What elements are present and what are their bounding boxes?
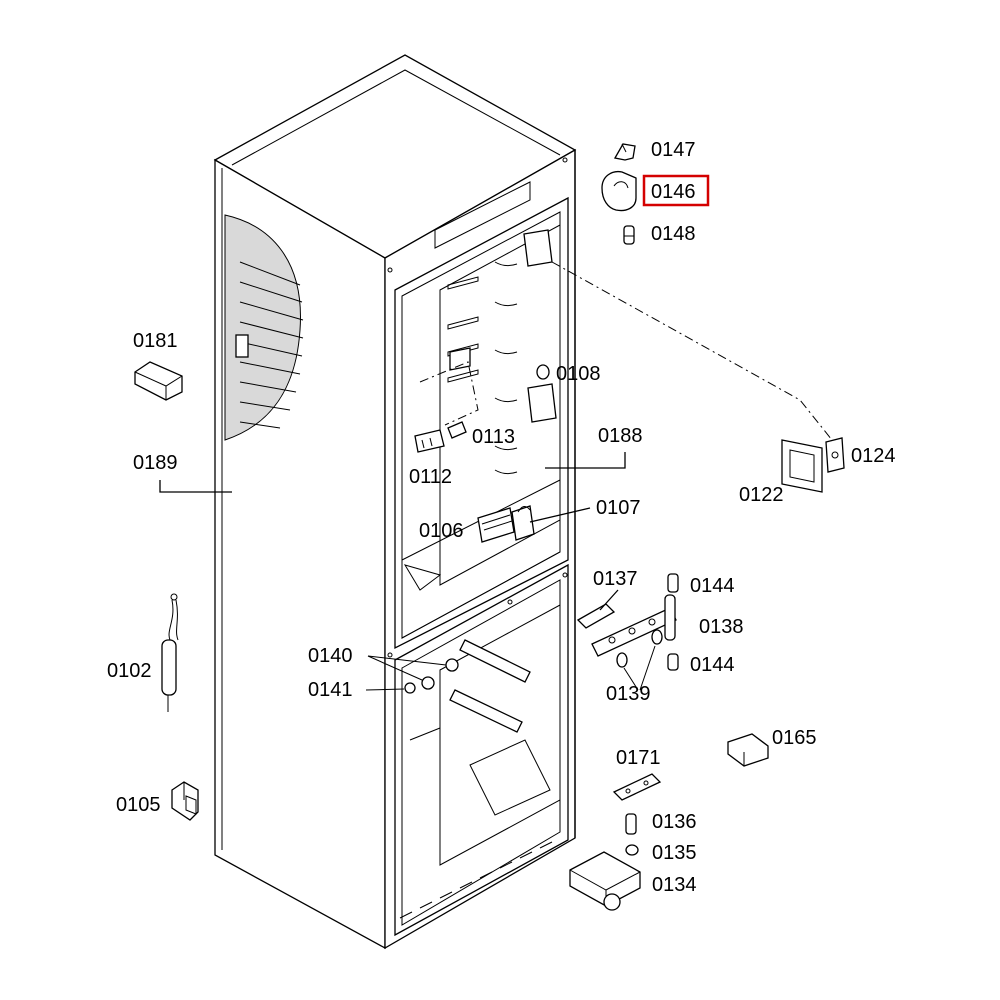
bottom-vent-slots — [399, 841, 553, 919]
label-0122: 0122 — [739, 484, 784, 506]
label-0165: 0165 — [772, 727, 817, 749]
label-0144-lower: 0144 — [690, 654, 735, 676]
label-0108: 0108 — [556, 363, 601, 385]
part-0113-pin — [447, 421, 467, 439]
part-0144-pin-lower — [667, 653, 679, 671]
frame-screw-holes — [387, 157, 568, 658]
label-0107: 0107 — [596, 497, 641, 519]
part-0102-sensor — [161, 593, 179, 712]
part-0108-plug — [536, 364, 550, 380]
label-0135: 0135 — [652, 842, 697, 864]
part-0135-washer — [625, 844, 639, 856]
fridge-cabinet — [213, 54, 577, 950]
part-0140-screws — [367, 655, 459, 690]
label-0141: 0141 — [308, 679, 353, 701]
label-0102: 0102 — [107, 660, 152, 682]
label-0144-upper: 0144 — [690, 575, 735, 597]
part-0147-clip — [613, 143, 636, 161]
part-labels: 0147 0146 0148 0181 0189 0108 0188 0113 … — [107, 139, 896, 896]
condenser-coils — [235, 261, 304, 429]
shelf-ribs — [447, 261, 518, 475]
part-0146-hinge-cover — [601, 170, 637, 212]
label-0134: 0134 — [652, 874, 697, 896]
label-0113: 0113 — [472, 426, 515, 448]
part-0134-bottom-hinge — [569, 851, 641, 911]
part-0112-connector — [414, 429, 445, 453]
part-0122-frame — [781, 439, 823, 493]
label-0181: 0181 — [133, 330, 178, 352]
part-0148-pin — [623, 225, 635, 245]
label-0188: 0188 — [598, 425, 643, 447]
part-0141-screw — [365, 682, 416, 694]
label-0112: 0112 — [409, 466, 452, 488]
part-0107-housing — [511, 505, 535, 541]
label-0189: 0189 — [133, 452, 178, 474]
part-0105-bracket — [171, 781, 199, 821]
part-0181-block — [134, 361, 183, 401]
label-0138: 0138 — [699, 616, 744, 638]
back-wall-brackets — [449, 229, 557, 423]
label-0124: 0124 — [851, 445, 896, 467]
part-0106-tray — [477, 507, 515, 543]
label-0136: 0136 — [652, 811, 697, 833]
part-0171-plate — [612, 773, 662, 801]
part-0137-bracket — [576, 603, 616, 629]
label-0105: 0105 — [116, 794, 161, 816]
part-0124-switch — [825, 437, 845, 473]
highlight-box-0146 — [642, 174, 710, 207]
label-0148: 0148 — [651, 223, 696, 245]
label-0140: 0140 — [308, 645, 353, 667]
part-0138-hinge-bar — [591, 594, 677, 657]
part-0139-washers — [616, 629, 663, 691]
label-0171: 0171 — [616, 747, 661, 769]
label-0146: 0146 — [651, 181, 696, 203]
label-0147: 0147 — [651, 139, 696, 161]
label-0106: 0106 — [419, 520, 464, 542]
part-0136-pin — [625, 813, 637, 835]
label-0137: 0137 — [593, 568, 638, 590]
part-0144-pin-upper — [667, 573, 679, 593]
part-0165-switch — [727, 733, 769, 767]
label-0139: 0139 — [606, 683, 651, 705]
leader-lines — [159, 452, 626, 611]
